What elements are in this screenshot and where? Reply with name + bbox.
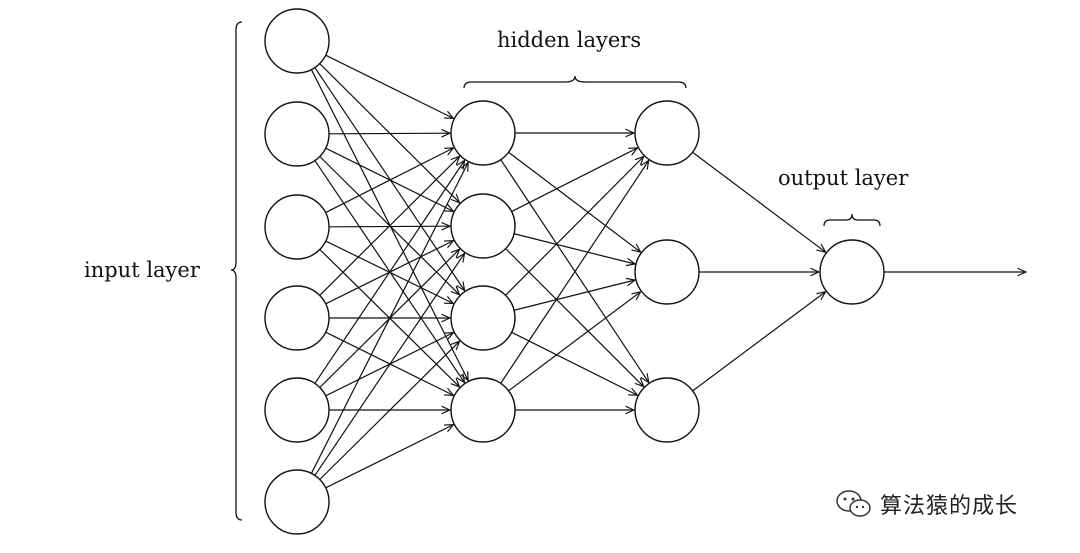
hidden-layers-label: hidden layers: [497, 28, 642, 52]
hidden2-neuron-1: [634, 100, 700, 166]
hidden1-neuron-2: [450, 193, 516, 259]
connection-2-2-0: [692, 292, 826, 392]
connection-1-1-0: [511, 148, 638, 213]
watermark: 算法猿的成长: [834, 488, 1018, 520]
connection-1-2-1: [513, 280, 635, 311]
neurons: [264, 8, 885, 535]
connections: [310, 54, 1026, 489]
input-neuron-5: [264, 377, 330, 443]
connection-1-3-1: [508, 292, 641, 392]
input-neuron-1: [264, 8, 330, 74]
connection-0-5-1: [314, 253, 465, 476]
hidden2-neuron-3: [634, 377, 700, 443]
connection-0-2-0: [325, 148, 454, 214]
input-layer-brace: [230, 21, 243, 521]
connection-0-5-2: [319, 341, 460, 480]
hidden-layers-brace: [463, 75, 687, 89]
hidden2-neuron-2: [634, 239, 700, 305]
connection-0-3-0: [319, 156, 460, 296]
connection-0-5-0: [310, 162, 468, 474]
connection-1-1-1: [513, 233, 635, 264]
braces: [230, 21, 881, 521]
input-layer-label: input layer: [84, 258, 200, 282]
connection-1-0-1: [508, 151, 641, 252]
wechat-icon: [836, 490, 871, 517]
input-neuron-2: [264, 101, 330, 167]
connection-1-2-0: [505, 156, 644, 296]
output-layer-brace: [823, 213, 881, 227]
connection-1-1-2: [505, 248, 644, 387]
connection-2-0-0: [692, 151, 826, 252]
connection-0-0-2: [314, 67, 465, 291]
connection-0-5-3: [325, 425, 454, 489]
connection-1-3-0: [500, 160, 649, 384]
connection-0-4-0: [314, 160, 465, 384]
output-layer-label: output layer: [778, 166, 909, 190]
input-neuron-6: [264, 469, 330, 535]
connection-0-0-0: [325, 54, 454, 118]
output-neuron-1: [819, 239, 885, 305]
input-neuron-4: [264, 285, 330, 351]
watermark-text: 算法猿的成长: [880, 494, 1019, 519]
connection-0-1-0: [328, 133, 450, 134]
connection-1-2-2: [511, 331, 638, 395]
input-neuron-3: [264, 194, 330, 260]
hidden1-neuron-1: [450, 100, 516, 166]
hidden1-neuron-4: [450, 377, 516, 443]
hidden1-neuron-3: [450, 285, 516, 351]
